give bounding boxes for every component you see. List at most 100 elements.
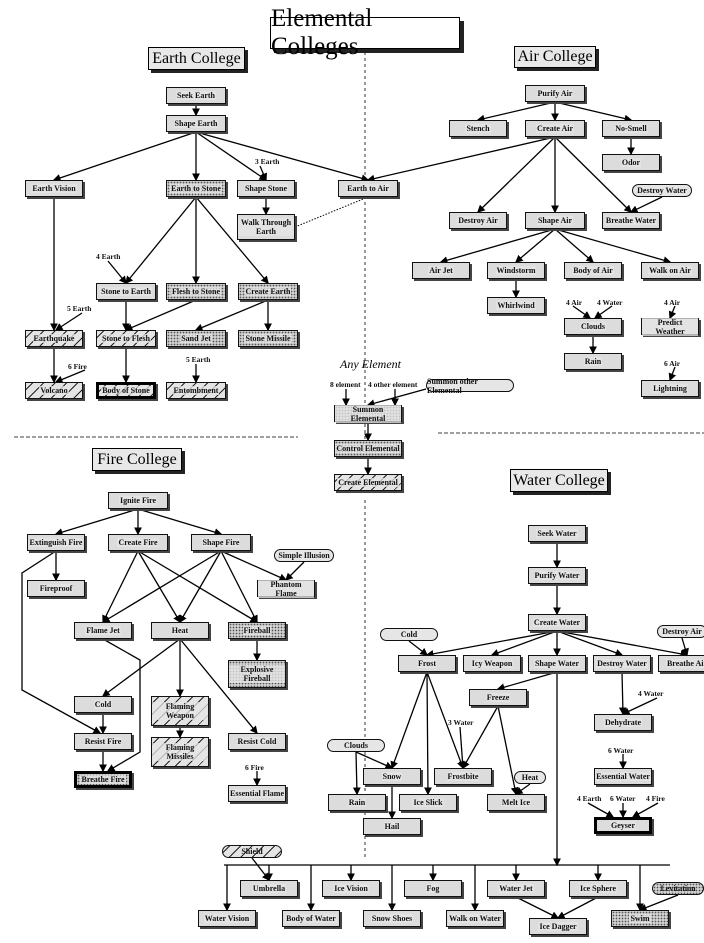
prereq-count-label: 4 Air <box>566 298 583 307</box>
spell-shape-fire[interactable]: Shape Fire <box>191 534 251 551</box>
spell-control-elemental[interactable]: Control Elemental <box>334 440 402 457</box>
spell-earth-vision[interactable]: Earth Vision <box>25 180 83 197</box>
spell-essential-water[interactable]: Essential Water <box>594 768 652 785</box>
spell-destroy-water[interactable]: Destroy Water <box>593 655 651 672</box>
spell-no-smell[interactable]: No-Smell <box>602 120 660 137</box>
spell-shape-water[interactable]: Shape Water <box>528 655 586 672</box>
spell-create-fire[interactable]: Create Fire <box>108 534 168 551</box>
spell-resist-cold[interactable]: Resist Cold <box>228 733 286 750</box>
spell-breathe-water[interactable]: Breathe Water <box>602 212 660 229</box>
spell-shape-earth[interactable]: Shape Earth <box>166 115 226 132</box>
spell-water-jet[interactable]: Water Jet <box>487 880 545 897</box>
spell-whirlwind[interactable]: Whirlwind <box>487 297 545 314</box>
node-label: Swim <box>629 914 651 923</box>
prereq-count-label: 8 element <box>330 380 361 389</box>
spell-windstorm[interactable]: Windstorm <box>487 262 545 279</box>
spell-resist-fire[interactable]: Resist Fire <box>74 733 132 750</box>
node-label: Flaming Weapon <box>152 702 208 720</box>
spell-sand-jet[interactable]: Sand Jet <box>166 330 226 347</box>
spell-fireproof[interactable]: Fireproof <box>27 580 85 597</box>
spell-body-of-air[interactable]: Body of Air <box>564 262 622 279</box>
spell-purify-water[interactable]: Purify Water <box>528 567 586 584</box>
spell-stone-missile[interactable]: Stone Missile <box>238 330 298 347</box>
prereq-count-label: 4 Air <box>664 298 681 307</box>
spell-snow-shoes[interactable]: Snow Shoes <box>363 910 421 927</box>
prereq-shield-ext[interactable]: Shield <box>222 845 282 858</box>
spell-hail[interactable]: Hail <box>363 818 421 835</box>
spell-frost[interactable]: Frost <box>398 655 456 672</box>
prereq-summon-other[interactable]: Summon other Elemental <box>426 377 514 395</box>
spell-cold-fire[interactable]: Cold <box>74 696 132 713</box>
spell-freeze[interactable]: Freeze <box>469 689 527 706</box>
spell-air-jet[interactable]: Air Jet <box>412 262 470 279</box>
spell-explosive-fireball[interactable]: Explosive Fireball <box>228 660 286 688</box>
spell-swim[interactable]: Swim <box>611 910 669 927</box>
prereq-heat-ext[interactable]: Heat <box>514 771 546 784</box>
spell-stone-to-earth[interactable]: Stone to Earth <box>96 283 156 300</box>
spell-dehydrate[interactable]: Dehydrate <box>594 714 652 731</box>
spell-flaming-missiles[interactable]: Flaming Missiles <box>151 737 209 767</box>
spell-walk-through-earth[interactable]: Walk Through Earth <box>237 214 295 240</box>
spell-rain-air[interactable]: Rain <box>564 353 622 370</box>
spell-ice-vision[interactable]: Ice Vision <box>322 880 380 897</box>
spell-shape-stone[interactable]: Shape Stone <box>237 180 295 197</box>
spell-breathe-fire[interactable]: Breathe Fire <box>74 771 132 788</box>
spell-essential-flame[interactable]: Essential Flame <box>228 785 286 802</box>
spell-earth-to-stone[interactable]: Earth to Stone <box>166 180 226 197</box>
prereq-destroy-air-ext[interactable]: Destroy Air <box>657 625 704 638</box>
spell-summon-elemental[interactable]: Summon Elemental <box>334 404 402 423</box>
spell-create-water[interactable]: Create Water <box>528 614 586 631</box>
spell-snow[interactable]: Snow <box>363 768 421 785</box>
spell-lightning[interactable]: Lightning <box>641 380 699 397</box>
spell-icy-weapon[interactable]: Icy Weapon <box>463 655 521 672</box>
edge <box>52 131 197 182</box>
spell-body-of-stone[interactable]: Body of Stone <box>96 382 156 399</box>
spell-walk-on-air[interactable]: Walk on Air <box>641 262 699 279</box>
prereq-cold-ext[interactable]: Cold <box>380 628 438 641</box>
spell-create-earth[interactable]: Create Earth <box>238 283 298 300</box>
spell-frostbite[interactable]: Frostbite <box>434 768 492 785</box>
spell-flaming-weapon[interactable]: Flaming Weapon <box>151 696 209 726</box>
spell-destroy-air[interactable]: Destroy Air <box>449 212 507 229</box>
spell-water-vision[interactable]: Water Vision <box>198 910 256 927</box>
spell-flame-jet[interactable]: Flame Jet <box>74 622 132 639</box>
spell-ice-sphere[interactable]: Ice Sphere <box>569 880 627 897</box>
spell-earth-to-air[interactable]: Earth to Air <box>338 180 398 197</box>
spell-umbrella[interactable]: Umbrella <box>240 880 298 897</box>
spell-earthquake[interactable]: Earthquake <box>25 330 83 347</box>
spell-rain-water[interactable]: Rain <box>328 794 386 811</box>
spell-odor[interactable]: Odor <box>602 154 660 171</box>
spell-flesh-to-stone[interactable]: Flesh to Stone <box>166 283 226 300</box>
prereq-destroy-water-ext[interactable]: Destroy Water <box>632 184 692 197</box>
prereq-clouds-ext[interactable]: Clouds <box>327 739 385 752</box>
spell-clouds[interactable]: Clouds <box>564 318 622 335</box>
prereq-simple-illusion[interactable]: Simple Illusion <box>274 549 334 562</box>
prereq-levitation-ext[interactable]: Levitation <box>652 882 704 895</box>
spell-walk-on-water[interactable]: Walk on Water <box>446 910 504 927</box>
spell-ice-dagger[interactable]: Ice Dagger <box>529 918 587 935</box>
spell-seek-earth[interactable]: Seek Earth <box>166 87 226 104</box>
spell-phantom-flame[interactable]: Phantom Flame <box>257 579 315 598</box>
spell-create-air[interactable]: Create Air <box>525 120 585 137</box>
spell-geyser[interactable]: Geyser <box>594 817 652 834</box>
spell-fog[interactable]: Fog <box>404 880 462 897</box>
spell-extinguish-fire[interactable]: Extinguish Fire <box>27 534 85 551</box>
spell-create-elemental[interactable]: Create Elemental <box>334 474 402 491</box>
spell-heat[interactable]: Heat <box>151 622 209 639</box>
spell-breathe-air[interactable]: Breathe Air <box>658 655 704 672</box>
edge <box>554 101 633 123</box>
spell-melt-ice[interactable]: Melt Ice <box>487 794 545 811</box>
spell-purify-air[interactable]: Purify Air <box>525 85 585 102</box>
spell-volcano[interactable]: Volcano <box>25 382 83 399</box>
spell-predict-weather[interactable]: Predict Weather <box>641 317 699 336</box>
spell-seek-water[interactable]: Seek Water <box>528 525 586 542</box>
spell-entombment[interactable]: Entombment <box>166 382 226 399</box>
spell-stone-to-flesh[interactable]: Stone to Flesh <box>96 330 156 347</box>
spell-stench[interactable]: Stench <box>449 120 507 137</box>
spell-ice-slick[interactable]: Ice Slick <box>399 794 457 811</box>
spell-shape-air[interactable]: Shape Air <box>525 212 585 229</box>
spell-body-of-water[interactable]: Body of Water <box>282 910 340 927</box>
spell-ignite-fire[interactable]: Ignite Fire <box>108 492 168 509</box>
edge <box>458 726 467 770</box>
spell-fireball[interactable]: Fireball <box>228 622 286 639</box>
